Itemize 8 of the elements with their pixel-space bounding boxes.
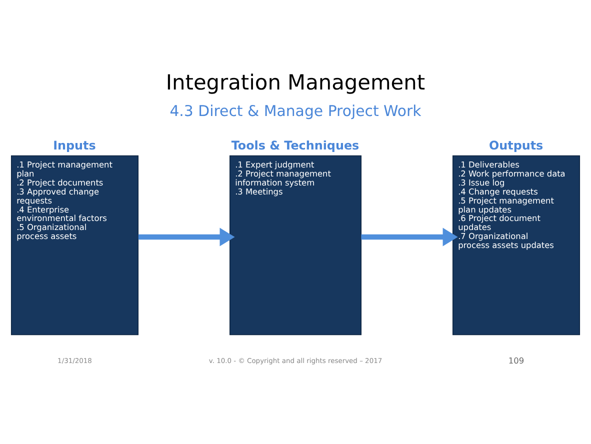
label: 109 xyxy=(508,355,524,366)
arrow xyxy=(138,227,235,246)
label: 4.3 Direct & Manage Project Work xyxy=(170,102,422,120)
arrow xyxy=(361,227,458,246)
node-label: Tools & Techniques xyxy=(231,138,360,152)
node-label: Inputs xyxy=(53,138,96,152)
node-label: Outputs xyxy=(489,138,544,152)
diagram-title: Integration Management xyxy=(166,70,426,94)
